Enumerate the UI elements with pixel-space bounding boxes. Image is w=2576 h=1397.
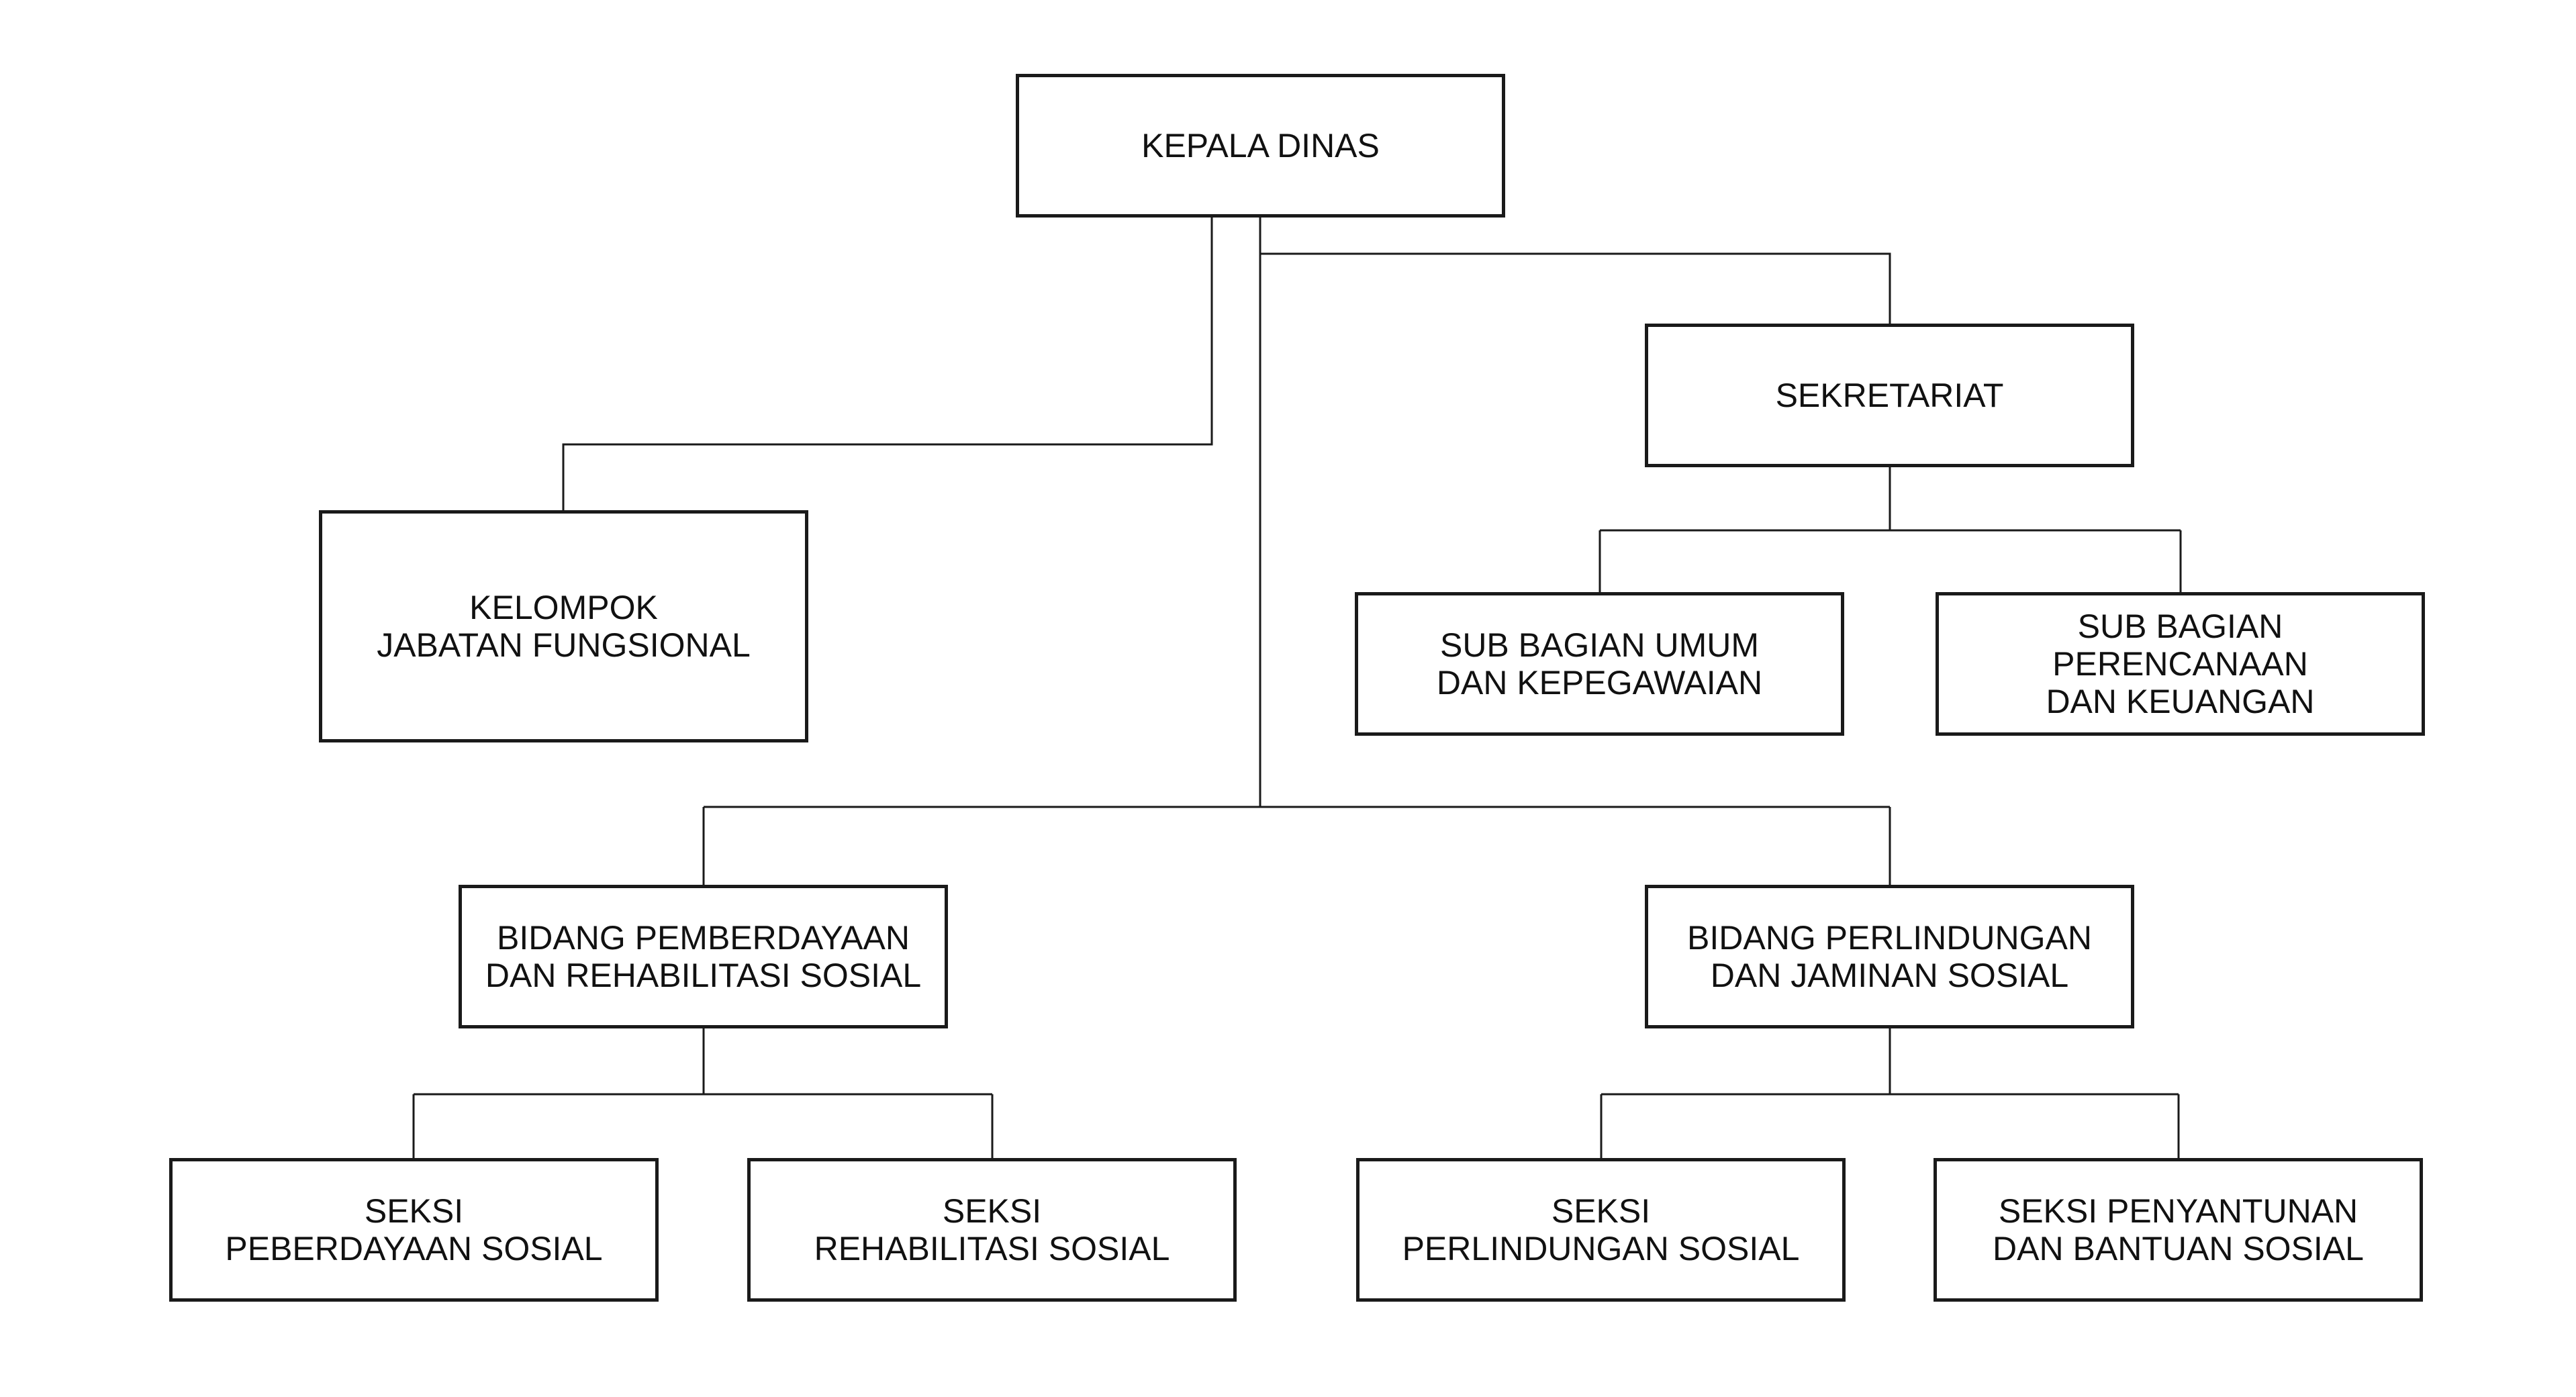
box-label: SUB BAGIAN UMUM DAN KEPEGAWAIAN [1436,626,1763,702]
box-label: KELOMPOK JABATAN FUNGSIONAL [377,589,751,664]
box-seksi-rehabilitasi: SEKSI REHABILITASI SOSIAL [747,1158,1237,1302]
box-seksi-perlindungan: SEKSI PERLINDUNGAN SOSIAL [1356,1158,1846,1302]
box-kepala-dinas: KEPALA DINAS [1016,74,1505,218]
box-label: SEKSI PERLINDUNGAN SOSIAL [1402,1192,1800,1267]
box-seksi-penyantunan: SEKSI PENYANTUNAN DAN BANTUAN SOSIAL [1934,1158,2423,1302]
box-label: SEKSI PEBERDAYAAN SOSIAL [225,1192,603,1267]
box-label: BIDANG PEMBERDAYAAN DAN REHABILITASI SOS… [485,919,922,994]
connector-dinas-to-sekretariat [1260,252,1891,324]
box-label: BIDANG PERLINDUNGAN DAN JAMINAN SOSIAL [1687,919,2092,994]
box-sub-bagian-perencanaan: SUB BAGIAN PERENCANAAN DAN KEUANGAN [1936,592,2425,736]
box-bidang-pemberdayaan: BIDANG PEMBERDAYAAN DAN REHABILITASI SOS… [459,885,948,1028]
box-bidang-perlindungan: BIDANG PERLINDUNGAN DAN JAMINAN SOSIAL [1645,885,2134,1028]
connector-dinas-to-kjf [562,218,1213,510]
box-sub-bagian-umum: SUB BAGIAN UMUM DAN KEPEGAWAIAN [1355,592,1844,736]
box-label: SEKRETARIAT [1775,377,2004,414]
box-label: SUB BAGIAN PERENCANAAN DAN KEUANGAN [2046,608,2315,720]
box-kelompok-jabatan-fungsional: KELOMPOK JABATAN FUNGSIONAL [319,510,808,742]
box-label: KEPALA DINAS [1141,127,1380,164]
box-label: SEKSI REHABILITASI SOSIAL [814,1192,1170,1267]
box-seksi-pemberdayaan: SEKSI PEBERDAYAAN SOSIAL [169,1158,659,1302]
box-label: SEKSI PENYANTUNAN DAN BANTUAN SOSIAL [1993,1192,2364,1267]
box-sekretariat: SEKRETARIAT [1645,324,2134,467]
